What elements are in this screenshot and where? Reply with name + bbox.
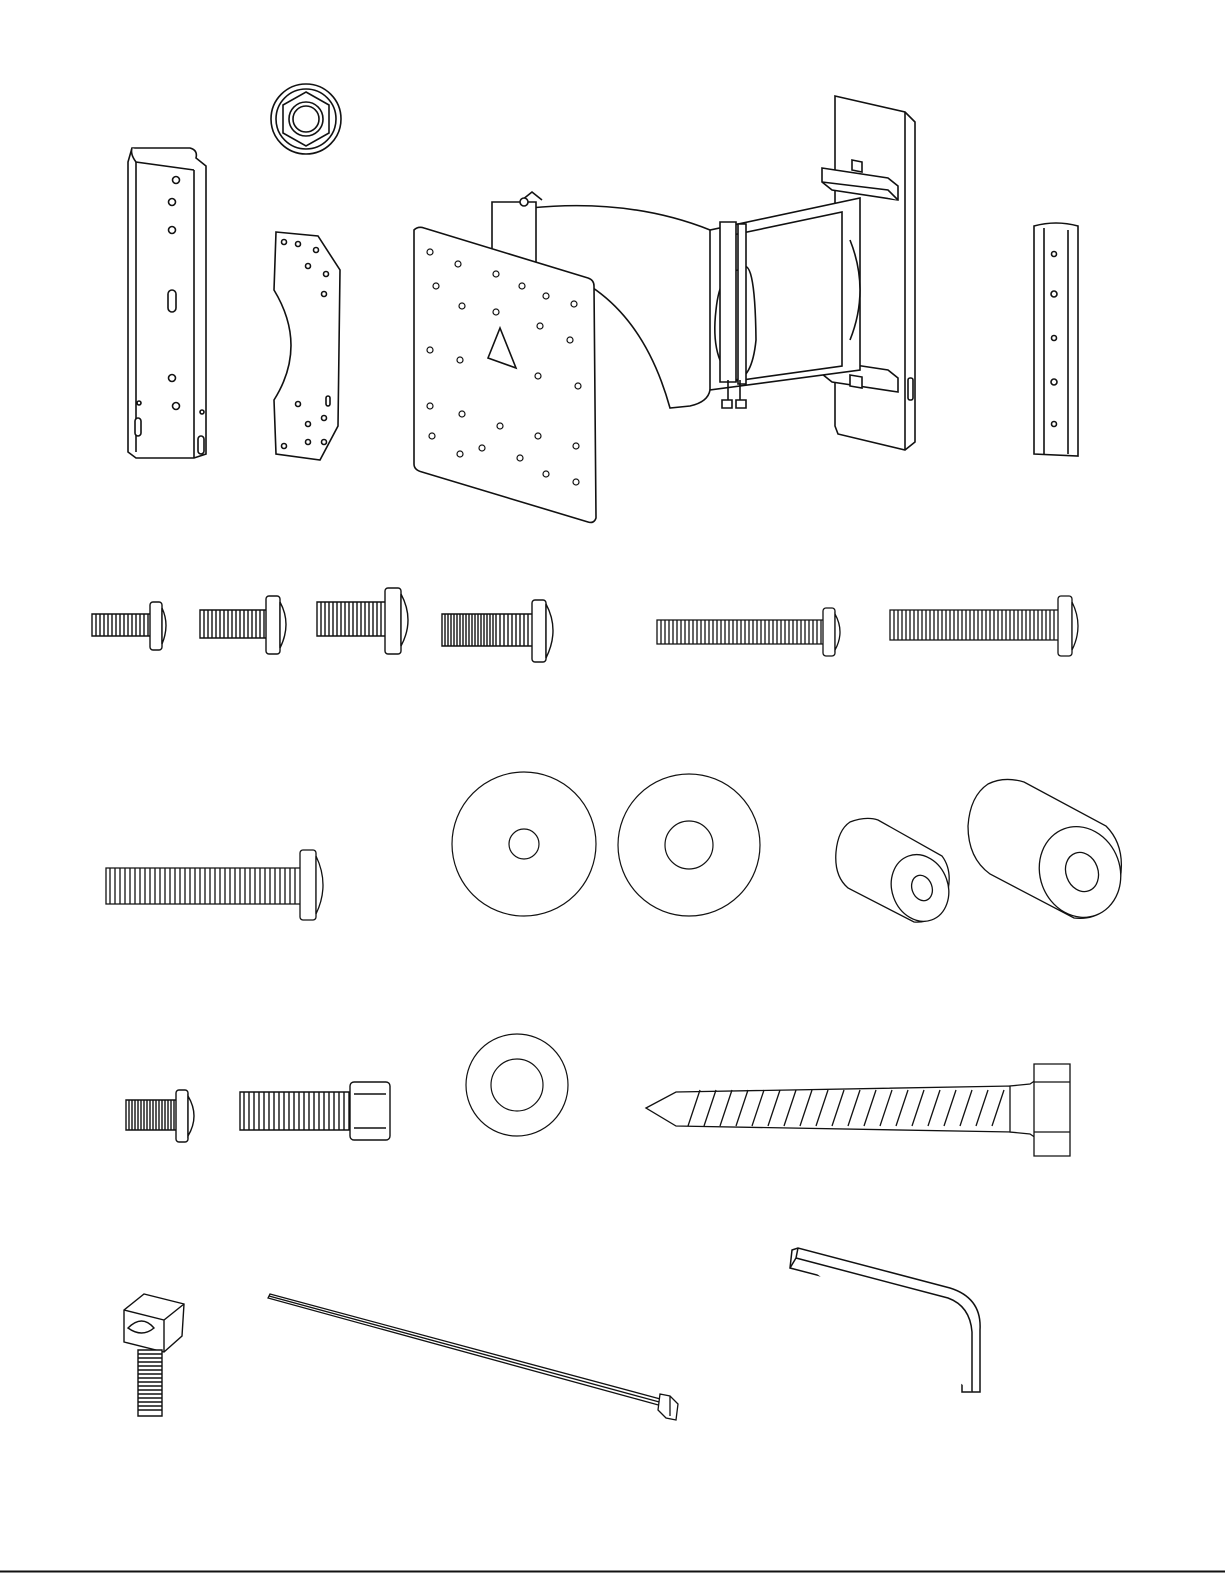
screw-long-a <box>655 606 845 658</box>
socket-cap-screw <box>238 1080 394 1142</box>
swing-arm-mount <box>410 90 940 530</box>
wall-bracket-right <box>1030 220 1086 460</box>
flat-washer <box>464 1032 570 1138</box>
spacer-small <box>830 814 954 926</box>
washer-small-hole <box>450 770 598 918</box>
hex-nut-top <box>268 80 344 158</box>
bottom-rule <box>0 1570 1225 1573</box>
cable-tie <box>266 1292 682 1428</box>
washer-large-hole <box>616 772 762 918</box>
lag-bolt <box>640 1062 1076 1158</box>
screw-short-a <box>90 600 170 652</box>
spacer-large <box>964 776 1130 922</box>
screw-medium-a <box>315 586 415 656</box>
screw-long-b <box>888 594 1084 658</box>
cable-tie-head-bolt <box>118 1290 190 1420</box>
screw-tiny <box>124 1088 200 1144</box>
adapter-plate <box>268 228 348 463</box>
screw-medium-b <box>440 598 558 664</box>
screw-short-b <box>198 594 294 658</box>
screw-extra-long <box>104 848 330 922</box>
wall-bracket-left <box>120 140 215 460</box>
hex-key <box>786 1246 986 1398</box>
